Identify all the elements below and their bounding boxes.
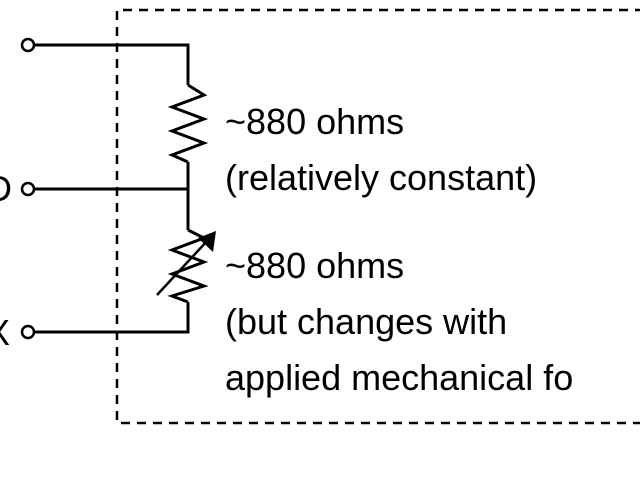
variable-resistor-value: ~880 ohms xyxy=(225,245,404,286)
variable-resistor-note-line2: applied mechanical fo xyxy=(225,357,573,398)
variable-resistor-note-line1: (but changes with xyxy=(225,301,507,342)
terminal-label-bottom: X xyxy=(0,312,10,353)
terminal-bottom xyxy=(20,324,36,340)
fixed-resistor-note: (relatively constant) xyxy=(225,157,537,198)
terminal-top xyxy=(20,37,36,53)
terminal-label-middle: D xyxy=(0,168,12,209)
variable-resistor xyxy=(167,228,209,304)
variable-arrow-shaft xyxy=(156,239,209,296)
terminal-middle xyxy=(20,181,36,197)
variable-arrow-head xyxy=(198,231,216,252)
fixed-resistor-value: ~880 ohms xyxy=(225,101,404,142)
fixed-resistor xyxy=(167,83,209,164)
wire-bottom xyxy=(33,302,190,334)
wire-top xyxy=(33,43,190,85)
